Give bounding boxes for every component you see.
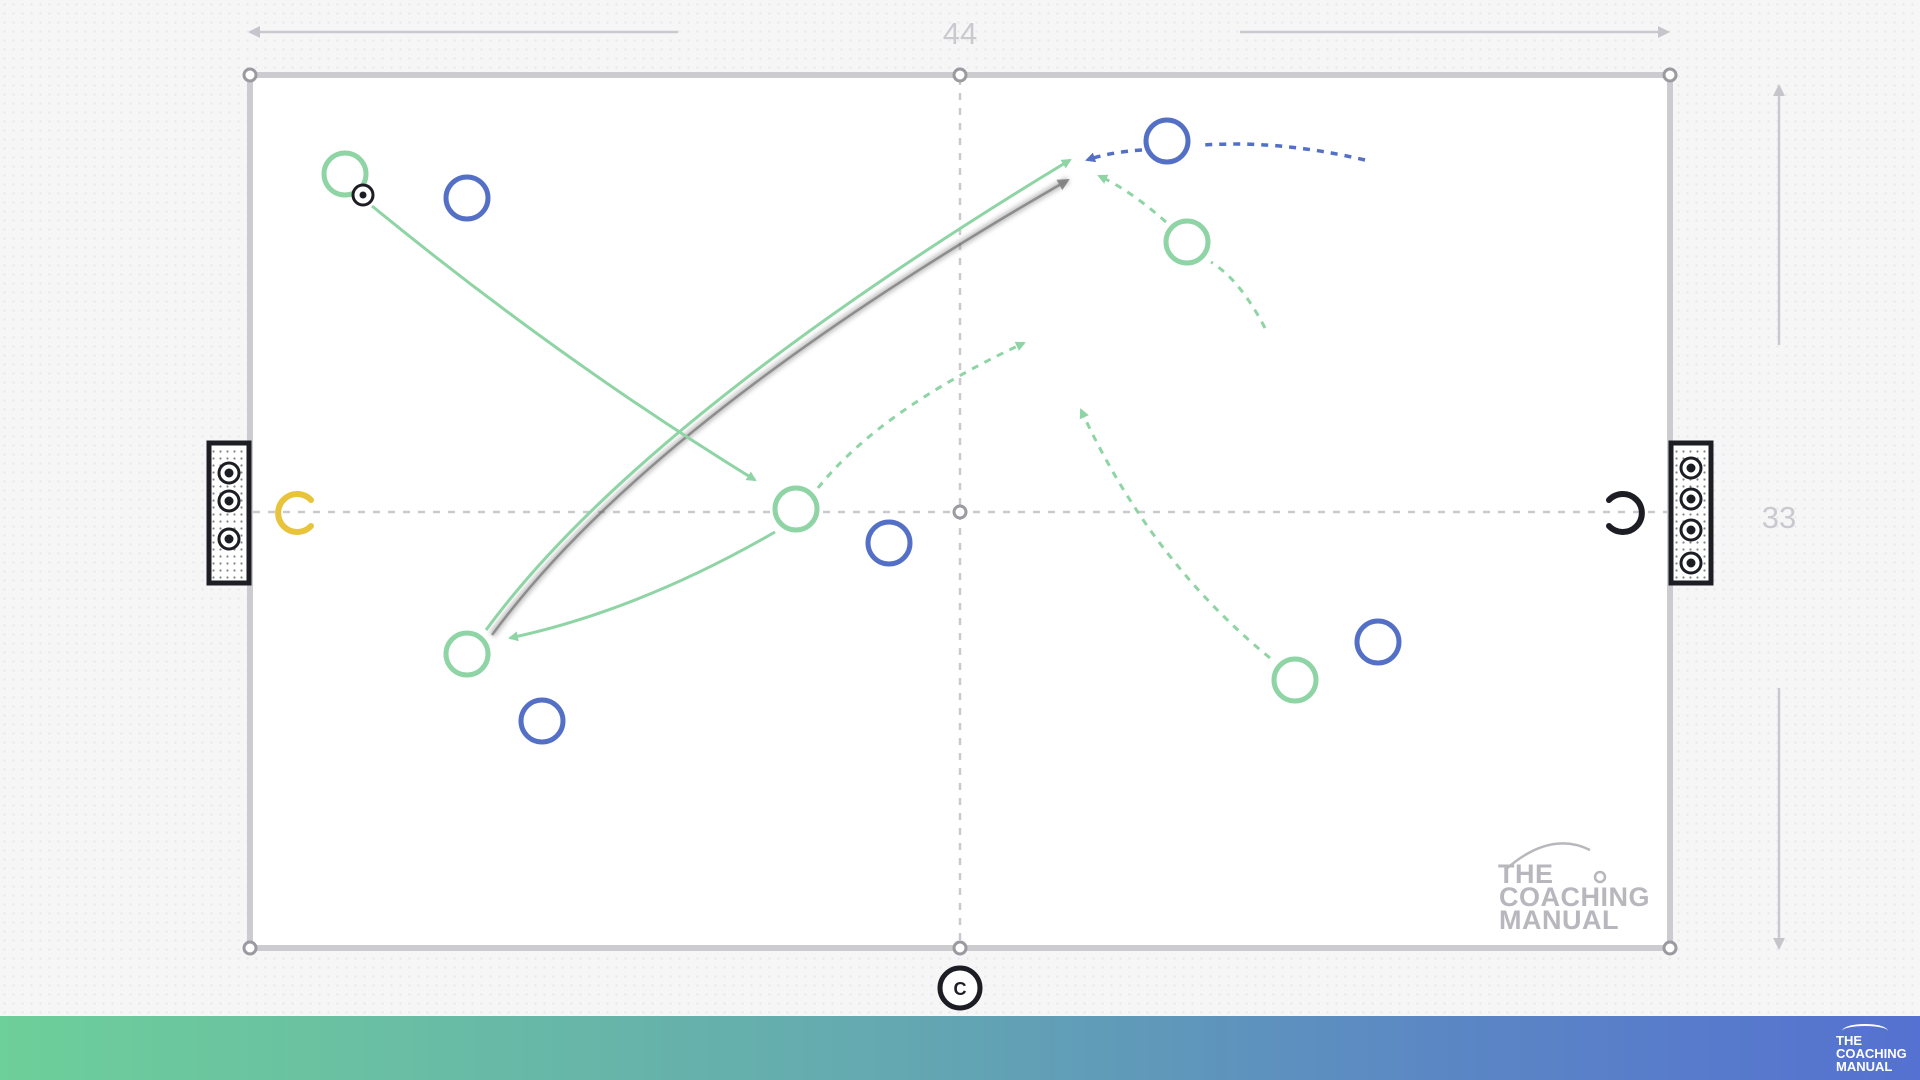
pass-arrow [371, 204, 757, 482]
run-arrow-blue [1202, 142, 1366, 162]
green-player [772, 485, 820, 533]
footer-logo-line-3: MANUAL [1836, 1059, 1893, 1074]
blue-player [443, 174, 491, 222]
pitch [242, 67, 1678, 956]
width-dimension: 44 [248, 16, 1670, 51]
run-arrow [1079, 408, 1271, 660]
blue-team [443, 117, 1402, 745]
coach-marker: C [937, 965, 983, 1011]
green-player [1163, 218, 1211, 266]
width-dimension-label: 44 [943, 16, 977, 51]
footer-gradient-bar [0, 1016, 1920, 1080]
logo-swoosh-icon [1504, 842, 1591, 871]
blue-player [865, 519, 913, 567]
logo-line-3: MANUAL [1499, 905, 1619, 935]
ball-icon [351, 183, 375, 207]
pass-arrow [484, 158, 1072, 631]
green-player [321, 150, 369, 198]
logo-line-1: THE [1498, 859, 1554, 889]
run-arrow-blue [1085, 148, 1143, 163]
green-team [321, 150, 1319, 704]
run-arrow [1210, 260, 1267, 329]
blue-player [518, 697, 566, 745]
right-goal [1668, 440, 1714, 586]
footer-logo-swoosh-icon [1842, 1024, 1888, 1038]
goalkeeper-black [1606, 491, 1645, 535]
blue-player [1143, 117, 1191, 165]
pitch-corner-markers [242, 67, 1678, 956]
goalkeeper-yellow [275, 491, 314, 535]
footer-logo: THE COACHING MANUAL [1830, 1024, 1910, 1074]
ball-icon [217, 461, 241, 551]
pass-arrow [508, 530, 776, 642]
green-player [443, 630, 491, 678]
coaching-manual-logo: THE COACHING MANUAL [1498, 842, 1650, 935]
green-player [1271, 656, 1319, 704]
footer-logo-line-2: COACHING [1836, 1046, 1907, 1061]
height-dimension: 33 [1762, 84, 1796, 950]
long-pass-shadow-core [490, 178, 1070, 636]
run-arrow [1097, 174, 1167, 224]
coach-label: C [954, 979, 967, 999]
height-dimension-label: 33 [1762, 500, 1796, 535]
blue-player [1354, 618, 1402, 666]
left-goal [206, 440, 252, 586]
footer-logo-line-1: THE [1836, 1033, 1862, 1048]
run-arrow [816, 341, 1026, 489]
ball-icon [1679, 456, 1703, 575]
logo-line-2: COACHING [1499, 882, 1650, 912]
